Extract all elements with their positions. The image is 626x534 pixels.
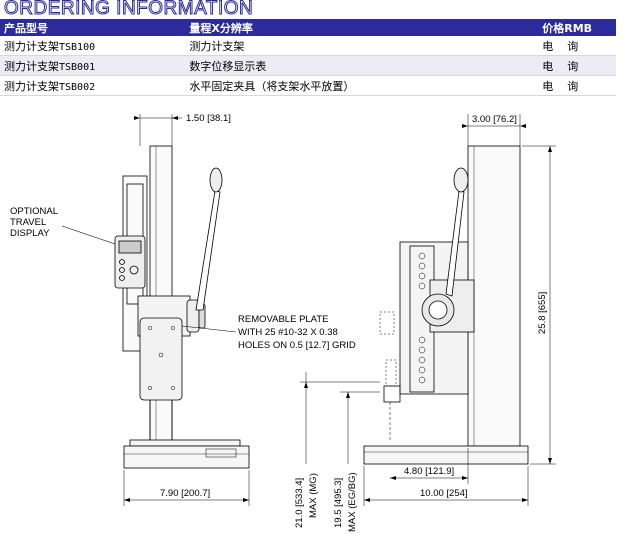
dim-base-width: 7.90 [200.7] <box>160 488 210 499</box>
model-name: 测力计支架 <box>4 79 59 93</box>
column-header-range: 量程X分辨率 <box>185 19 539 36</box>
lever-knob-icon <box>209 167 223 193</box>
table-row: 测力计支架TSB001 数字位移显示表 电 询 <box>0 55 616 76</box>
technical-drawing: 1.50 [38.1] 3.00 [76.2] OPTIONAL TRAVEL … <box>10 113 556 532</box>
callout-display-line2: TRAVEL <box>10 217 46 228</box>
table-row: 测力计支架TSB100 测力计支架 电 询 <box>0 36 616 56</box>
desc-cell: 测力计支架 <box>185 36 539 56</box>
dim-top-left: 1.50 [38.1] <box>186 113 231 124</box>
dim-max-egbg-label: MAX (EG/BG) <box>347 472 358 532</box>
dim-max-mg-value: 21.0 [533.4] <box>294 478 305 528</box>
removable-plate <box>139 317 183 401</box>
model-name: 测力计支架 <box>4 39 59 53</box>
model-cell: 测力计支架TSB100 <box>0 36 186 56</box>
price-cell: 电 询 <box>538 36 616 56</box>
model-code: TSB002 <box>59 81 96 93</box>
callout-plate-line1: REMOVABLE PLATE <box>238 314 328 325</box>
dim-height-right: 25.8 [655] <box>537 292 548 334</box>
desc-cell: 数字位移显示表 <box>185 55 539 76</box>
dim-max-mg-label: MAX (MG) <box>308 473 319 518</box>
dim-top-right: 3.00 [76.2] <box>472 114 517 125</box>
stand-side-view <box>300 114 556 506</box>
price-cell: 电 询 <box>538 75 616 96</box>
callout-plate-line2: WITH 25 #10-32 X 0.38 <box>238 327 338 338</box>
callout-plate-line3: HOLES ON 0.5 [12.7] GRID <box>238 340 356 351</box>
price-cell: 电 询 <box>538 55 616 76</box>
dim-max-egbg-value: 19.5 [495.3] <box>333 478 344 528</box>
model-code: TSB100 <box>59 41 96 53</box>
ordering-table: 产品型号 量程X分辨率 价格RMB 测力计支架TSB100 测力计支架 电 询 … <box>0 19 616 96</box>
model-cell: 测力计支架TSB001 <box>0 55 186 76</box>
page-title: ORDERING INFORMATION <box>3 0 254 19</box>
desc-cell: 水平固定夹具（将支架水平放置） <box>185 75 539 96</box>
lever-knob-icon <box>453 167 469 193</box>
model-name: 测力计支架 <box>4 59 59 73</box>
table-header-row: 产品型号 量程X分辨率 价格RMB <box>0 19 616 36</box>
table-row: 测力计支架TSB002 水平固定夹具（将支架水平放置） 电 询 <box>0 75 616 96</box>
dim-base-depth: 10.00 [254] <box>420 488 468 499</box>
callout-display-line3: DISPLAY <box>10 228 50 239</box>
dim-depth: 4.80 [121.9] <box>404 466 454 477</box>
callout-display-line1: OPTIONAL <box>10 206 58 217</box>
column-header-price: 价格RMB <box>538 19 616 36</box>
column-header-model: 产品型号 <box>0 19 186 36</box>
model-cell: 测力计支架TSB002 <box>0 75 186 96</box>
model-code: TSB001 <box>59 61 96 73</box>
stand-front-view <box>61 114 250 506</box>
